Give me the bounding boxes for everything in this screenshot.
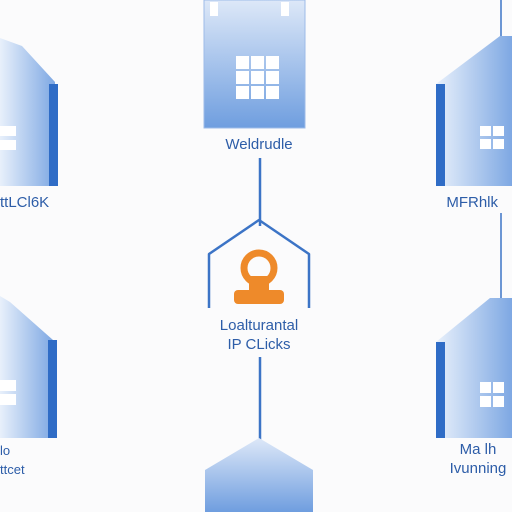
node-label-top-left: ttLCl6K [0,194,50,211]
hub-label-line1: Loalturantal [219,317,299,334]
hub-label-line2: IP CLicks [227,336,291,353]
building-icon-bottom-left [0,296,57,438]
building-icon-top-left [0,38,58,186]
hub-label: Loalturantal IP CLicks [220,318,298,352]
node-label-bottom-right: Ma lh Ivunning [450,442,507,476]
building-icon-bottom-right [436,298,512,438]
node-label-top-right: MFRhlk [446,194,498,211]
building-icon-top [203,0,306,129]
building-icon-bottom [205,438,313,512]
window-icon-top-right [480,126,504,149]
window-icon-top [236,56,279,99]
node-label-bottom-right-line2: Ivunning [449,460,507,477]
window-icon-bottom-right [480,382,504,407]
node-label-bottom-right-line1: Ma lh [459,441,497,458]
node-label-top: Weldrudle [225,136,293,153]
building-icon-top-right [436,36,512,186]
hub-house-outline [207,218,311,308]
location-pin-icon [234,249,284,304]
node-label-bottom-left-line2: ttcet [0,462,25,477]
node-label-bottom-left: lo ttcet [0,444,25,476]
node-label-bottom-left-line1: lo [0,443,11,458]
